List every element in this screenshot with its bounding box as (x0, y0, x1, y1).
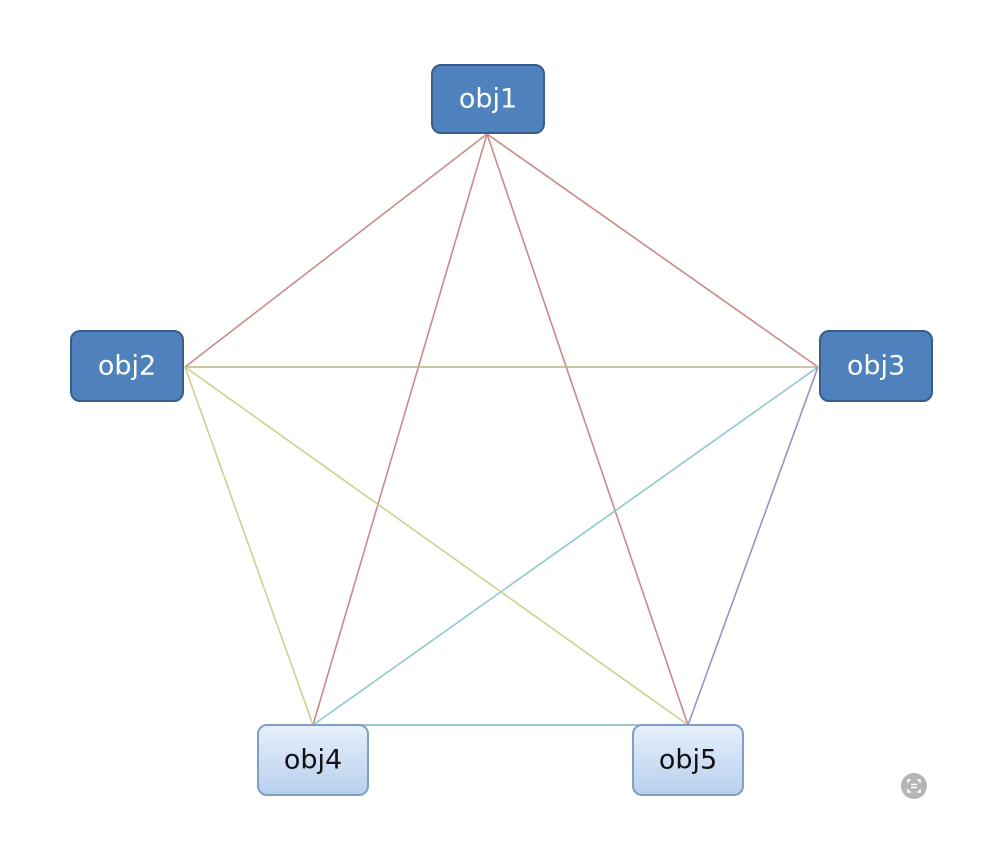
edges (184, 133, 819, 726)
node-box-obj4 (257, 724, 369, 796)
node-label-obj5: obj5 (659, 745, 717, 776)
node-label-obj4: obj4 (284, 745, 342, 776)
edge-obj1-obj4 (312, 133, 488, 726)
node-obj1[interactable]: obj1 (431, 64, 545, 134)
node-label-obj2: obj2 (98, 351, 156, 382)
node-obj4[interactable]: obj4 (257, 724, 369, 796)
nodes: obj1 obj2 obj3 obj4 obj5 (70, 64, 933, 796)
node-box-obj3 (819, 330, 933, 402)
edge-obj1-obj5 (486, 133, 689, 726)
node-box-obj5 (632, 724, 744, 796)
edge-obj3-obj4 (312, 366, 819, 726)
scan-text-icon[interactable] (901, 773, 927, 799)
edge-obj2-obj5 (184, 366, 689, 726)
scan-text-icon-glyph (907, 779, 921, 793)
node-obj5[interactable]: obj5 (632, 724, 744, 796)
node-label-obj3: obj3 (847, 351, 905, 382)
node-obj3[interactable]: obj3 (819, 330, 933, 402)
node-box-obj2 (70, 330, 184, 402)
node-obj2[interactable]: obj2 (70, 330, 184, 402)
node-box-obj1 (431, 64, 545, 134)
node-label-obj1: obj1 (459, 84, 517, 115)
edge-obj2-obj4 (184, 366, 314, 726)
edge-obj3-obj5 (687, 366, 819, 726)
edge-obj1-obj2 (184, 133, 488, 368)
edge-obj1-obj3 (486, 133, 819, 368)
